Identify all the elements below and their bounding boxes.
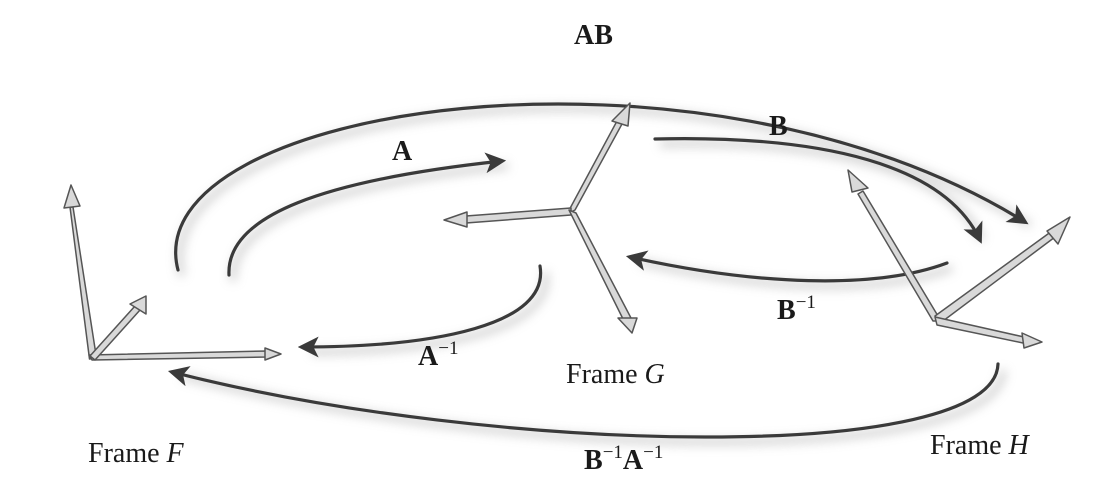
arrow-a (227, 152, 507, 277)
label-ab: AB (574, 20, 613, 51)
frame-h-axes (847, 169, 1071, 349)
transform-arrows (167, 102, 1029, 439)
arrow-b-inv (625, 250, 949, 283)
curve-shadows (176, 105, 1032, 446)
label-a-inv: A−1 (418, 338, 459, 372)
arrow-b (653, 137, 983, 244)
label-b: B (769, 111, 788, 142)
frame-g-axes (443, 102, 638, 334)
frame-f-axes (63, 184, 282, 361)
arrow-a-inv (297, 264, 543, 358)
label-b-inv: B−1 (777, 292, 816, 326)
label-b-inv-a-inv: B−1A−1 (584, 442, 664, 476)
label-frame-f: Frame F (88, 438, 184, 469)
label-a: A (392, 136, 413, 167)
label-frame-h: Frame H (930, 430, 1029, 461)
arrow-b-inv-a-inv (167, 362, 1000, 439)
arrow-ab (174, 102, 1029, 272)
label-frame-g: Frame G (566, 359, 665, 390)
